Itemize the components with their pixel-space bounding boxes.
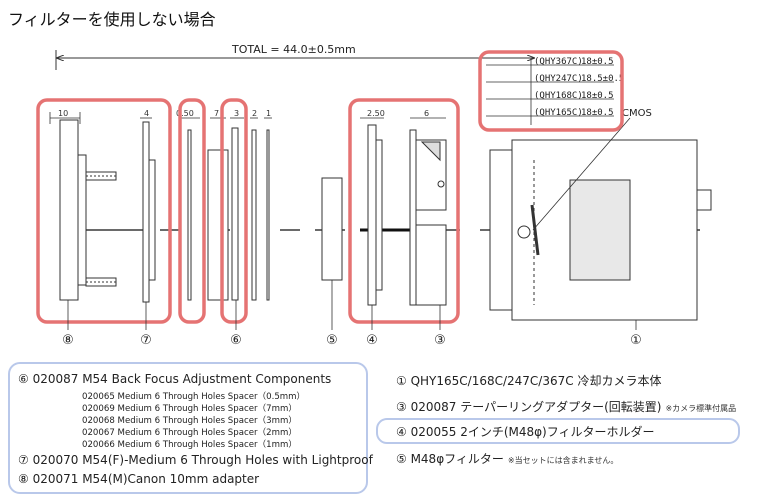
callout-4: ④ [366, 333, 378, 348]
legend-item-7: ⑦ 020070 M54(F)-Medium 6 Through Holes w… [18, 453, 373, 467]
model-367c: (QHY367C) [534, 57, 583, 67]
callout-6: ⑥ [230, 333, 242, 348]
legend-item-5: ⑤ M48φフィルター※当セットには含まれません。 [396, 450, 618, 467]
legend-item-6: ⑥ 020087 M54 Back Focus Adjustment Compo… [18, 372, 332, 386]
legend-left [8, 362, 368, 494]
highlight-spacer-050 [178, 98, 206, 324]
dim-10 [49, 112, 152, 124]
dim-2-label: 2 [252, 109, 257, 118]
model-168c-value: 18±0.5 [581, 91, 614, 101]
legend-sub-2: 020068 Medium 6 Through Holes Spacer（3mm… [82, 416, 297, 426]
legend-item-3-text: ③ 020087 テーパーリングアダプター(回転装置) [396, 400, 662, 414]
page-title: フィルターを使用しない場合 [8, 10, 216, 29]
total-label: TOTAL = 44.0±0.5mm [231, 43, 356, 56]
legend-sub-0: 020065 Medium 6 Through Holes Spacer（0.5… [82, 392, 306, 402]
legend-item-3-note: ※カメラ標準付属品 [665, 404, 737, 413]
dim-250-label: 2.50 [367, 109, 385, 118]
part-3-taper-ring [409, 129, 447, 306]
callout-5: ⑤ [326, 333, 338, 348]
legend-item-5-note: ※当セットには含まれません。 [507, 456, 619, 465]
legend-item-1: ① QHY165C/168C/247C/367C 冷却カメラ本体 [396, 374, 662, 388]
callout-3: ③ [434, 333, 446, 348]
model-247c: (QHY247C) [534, 74, 583, 84]
legend-sub-3: 020067 Medium 6 Through Holes Spacer（2mm… [82, 428, 297, 438]
dim-050-label: 0.50 [176, 109, 194, 118]
legend-item-4: ④ 020055 2インチ(M48φ)フィルターホルダー [396, 425, 655, 439]
part-6-spacers [187, 127, 270, 301]
model-168c: (QHY168C) [534, 91, 583, 101]
legend-item-3: ③ 020087 テーパーリングアダプター(回転装置)※カメラ標準付属品 [396, 398, 736, 415]
part-4-filter-holder [367, 124, 383, 306]
total-dimension-line [55, 50, 535, 70]
dim-3-label: 3 [234, 109, 239, 118]
dim-7-label: 7 [214, 109, 219, 118]
highlight-parts-8-7 [36, 98, 172, 324]
model-247c-value: 18.5±0.5 [581, 74, 624, 84]
model-165c: (QHY165C) [534, 108, 583, 118]
part-1-camera-body [489, 139, 712, 321]
dim-10-label: 10 [58, 109, 68, 118]
cmos-label: CMOS [622, 108, 652, 119]
model-367c-value: 18±0.5 [581, 57, 614, 67]
part-7-m54-plate [142, 121, 156, 303]
callout-7: ⑦ [140, 333, 152, 348]
dim-1-label: 1 [266, 109, 271, 118]
legend-item-5-text: ⑤ M48φフィルター [396, 452, 504, 466]
legend-item-8: ⑧ 020071 M54(M)Canon 10mm adapter [18, 472, 260, 486]
legend-sub-4: 020066 Medium 6 Through Holes Spacer（1mm… [82, 440, 297, 450]
dim-4-label: 4 [144, 109, 149, 118]
part-5-filter [321, 177, 343, 281]
highlight-parts-4-3 [348, 98, 460, 324]
cmos-leader [532, 117, 631, 231]
part-8-canon-adapter [59, 119, 117, 301]
highlight-boxes [36, 50, 624, 324]
model-165c-value: 18±0.5 [581, 108, 614, 118]
highlight-model-offsets [478, 50, 624, 132]
highlight-spacer-3 [220, 98, 248, 324]
legend-item-4-highlight [376, 418, 740, 444]
callout-1: ① [630, 333, 642, 348]
model-offset-lines [486, 58, 614, 125]
legend-sub-1: 020069 Medium 6 Through Holes Spacer（7mm… [82, 404, 297, 414]
dim-6-label: 6 [424, 109, 429, 118]
callout-8: ⑧ [62, 333, 74, 348]
